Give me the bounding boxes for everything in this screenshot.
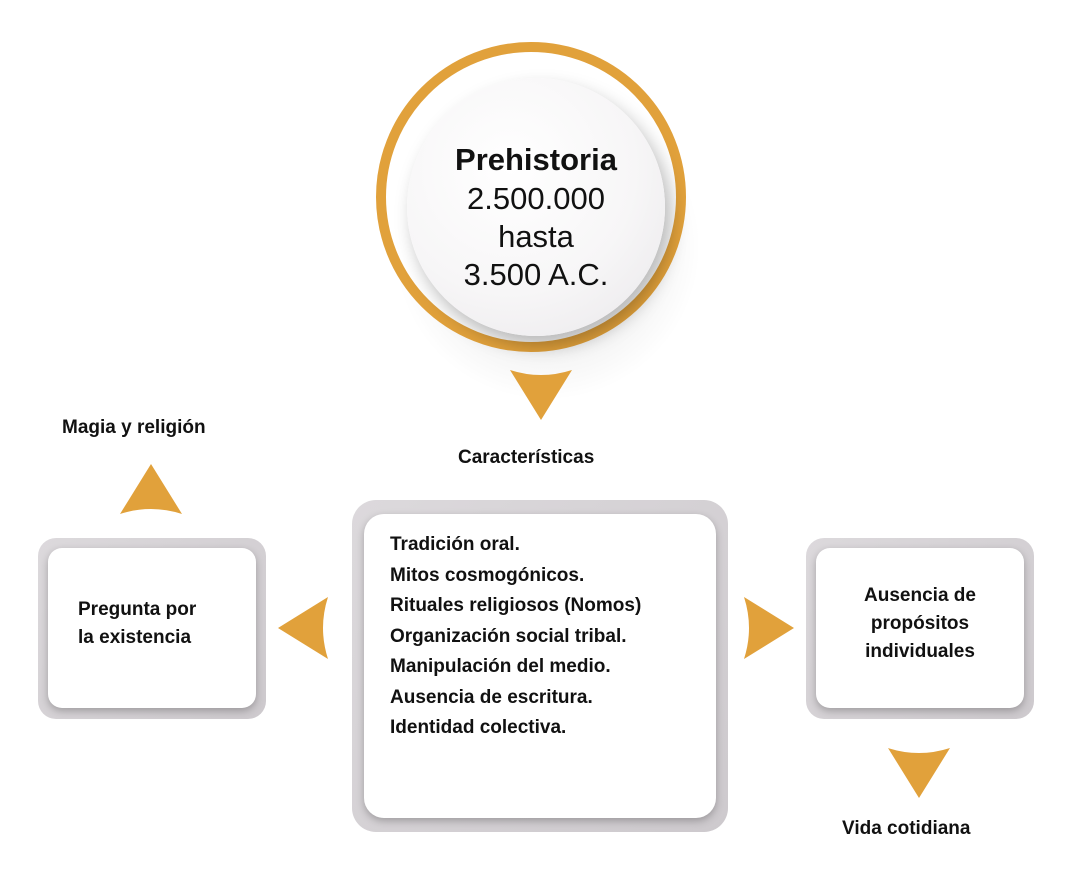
circle-date-end: 3.500 A.C. (463, 257, 609, 292)
ausencia-propositos-box: Ausencia de propósitos individuales (806, 538, 1034, 719)
pregunta-existencia-text: Pregunta por la existencia (78, 596, 248, 652)
ausencia-propositos-line: Ausencia de (864, 585, 976, 606)
caracteristicas-label: Características (458, 447, 595, 468)
circle-title: Prehistoria (455, 142, 617, 177)
arrow-down-icon (510, 370, 572, 420)
caracteristicas-list: Tradición oral. Mitos cosmogónicos. Ritu… (390, 530, 641, 744)
ausencia-propositos-line: propósitos (870, 613, 970, 634)
arrow-down-icon (888, 748, 950, 798)
caracteristicas-box-inner: Tradición oral. Mitos cosmogónicos. Ritu… (364, 514, 716, 818)
arrow-right-icon (744, 597, 794, 659)
arrow-left-icon (278, 597, 328, 659)
arrow-up-icon (120, 464, 182, 514)
pregunta-existencia-box: Pregunta por la existencia (38, 538, 266, 719)
list-item: Rituales religiosos (Nomos) (390, 595, 642, 616)
ausencia-propositos-text: Ausencia de propósitos individuales (816, 582, 1024, 666)
circle-date-start: 2.500.000 (467, 181, 605, 216)
magia-religion-label: Magia y religión (62, 417, 206, 438)
caracteristicas-box: Tradición oral. Mitos cosmogónicos. Ritu… (352, 500, 728, 832)
prehistoria-circle-inner: Prehistoria 2.500.000 hasta 3.500 A.C. (407, 78, 665, 336)
list-item: Tradición oral. (390, 534, 520, 555)
pregunta-existencia-line: la existencia (78, 627, 192, 648)
ausencia-propositos-line: individuales (865, 641, 975, 662)
circle-date-connector: hasta (498, 219, 574, 254)
pregunta-existencia-line: Pregunta por (78, 599, 197, 620)
list-item: Manipulación del medio. (390, 656, 611, 677)
list-item: Mitos cosmogónicos. (390, 564, 585, 586)
prehistoria-circle: Prehistoria 2.500.000 hasta 3.500 A.C. (376, 42, 686, 352)
list-item: Organización social tribal. (390, 625, 627, 647)
vida-cotidiana-label: Vida cotidiana (842, 818, 971, 839)
ausencia-propositos-box-inner: Ausencia de propósitos individuales (816, 548, 1024, 708)
pregunta-existencia-box-inner: Pregunta por la existencia (48, 548, 256, 708)
list-item: Ausencia de escritura. (390, 686, 593, 708)
list-item: Identidad colectiva. (390, 717, 567, 738)
